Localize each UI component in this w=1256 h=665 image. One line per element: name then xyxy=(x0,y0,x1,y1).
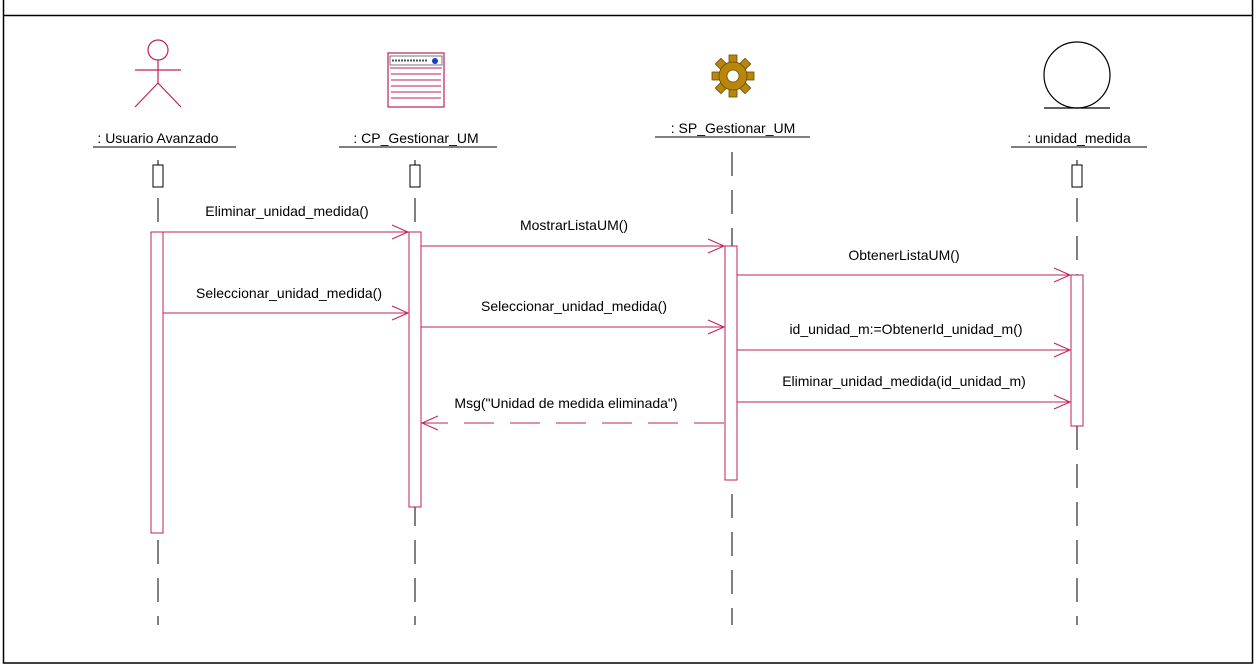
lifeline-unidad-medida[interactable]: : unidad_medida xyxy=(1011,41,1147,625)
lifeline-label: : unidad_medida xyxy=(1027,130,1131,146)
arrowhead xyxy=(420,415,439,431)
lifeline-head-box xyxy=(152,164,164,188)
arrowhead xyxy=(707,238,726,254)
message-mostrar-lista-um[interactable]: MostrarListaUM() xyxy=(421,217,726,254)
arrowhead xyxy=(391,305,410,321)
boundary-form-icon xyxy=(387,52,445,108)
message-label: Seleccionar_unidad_medida() xyxy=(196,285,382,301)
lifeline-label: : CP_Gestionar_UM xyxy=(353,130,478,146)
message-label: MostrarListaUM() xyxy=(520,217,628,233)
activation-bar xyxy=(724,245,738,481)
message-label: Seleccionar_unidad_medida() xyxy=(481,298,667,314)
arrowhead xyxy=(1053,342,1072,358)
message-eliminar-unidad-medida[interactable]: Eliminar_unidad_medida() xyxy=(163,203,410,240)
entity-circle-icon xyxy=(1043,41,1111,109)
activation-bar xyxy=(150,231,164,534)
message-label: id_unidad_m:=ObtenerId_unidad_m() xyxy=(789,321,1022,337)
lifeline-head-box xyxy=(409,164,421,188)
arrowhead xyxy=(391,224,410,240)
message-label: Eliminar_unidad_medida() xyxy=(205,203,368,219)
message-label: Msg("Unidad de medida eliminada") xyxy=(454,395,677,411)
message-seleccionar-unidad-medida-1[interactable]: Seleccionar_unidad_medida() xyxy=(163,285,410,321)
message-return-msg[interactable]: Msg("Unidad de medida eliminada") xyxy=(420,395,724,431)
arrowhead xyxy=(1053,267,1072,283)
message-eliminar-unidad-medida-id[interactable]: Eliminar_unidad_medida(id_unidad_m) xyxy=(737,373,1072,410)
control-gear-icon xyxy=(711,54,755,98)
message-seleccionar-unidad-medida-2[interactable]: Seleccionar_unidad_medida() xyxy=(421,298,726,335)
activation-bar xyxy=(1070,274,1084,427)
arrowhead xyxy=(707,319,726,335)
lifeline-label: : SP_Gestionar_UM xyxy=(671,120,796,136)
message-obtener-id-unidad-m[interactable]: id_unidad_m:=ObtenerId_unidad_m() xyxy=(737,321,1072,358)
lifeline-cp-gestionar-um[interactable]: : CP_Gestionar_UM xyxy=(339,52,497,625)
actor-icon xyxy=(134,39,182,108)
lifeline-usuario-avanzado[interactable]: : Usuario Avanzado xyxy=(93,39,236,625)
lifeline-head-box xyxy=(1071,164,1083,188)
message-label: Eliminar_unidad_medida(id_unidad_m) xyxy=(782,373,1026,389)
message-label: ObtenerListaUM() xyxy=(848,247,959,263)
message-obtener-lista-um[interactable]: ObtenerListaUM() xyxy=(737,247,1072,283)
arrowhead xyxy=(1053,394,1072,410)
activation-bar xyxy=(408,231,422,508)
lifeline-sp-gestionar-um[interactable]: : SP_Gestionar_UM xyxy=(655,54,810,625)
lifeline-label: : Usuario Avanzado xyxy=(97,130,218,146)
